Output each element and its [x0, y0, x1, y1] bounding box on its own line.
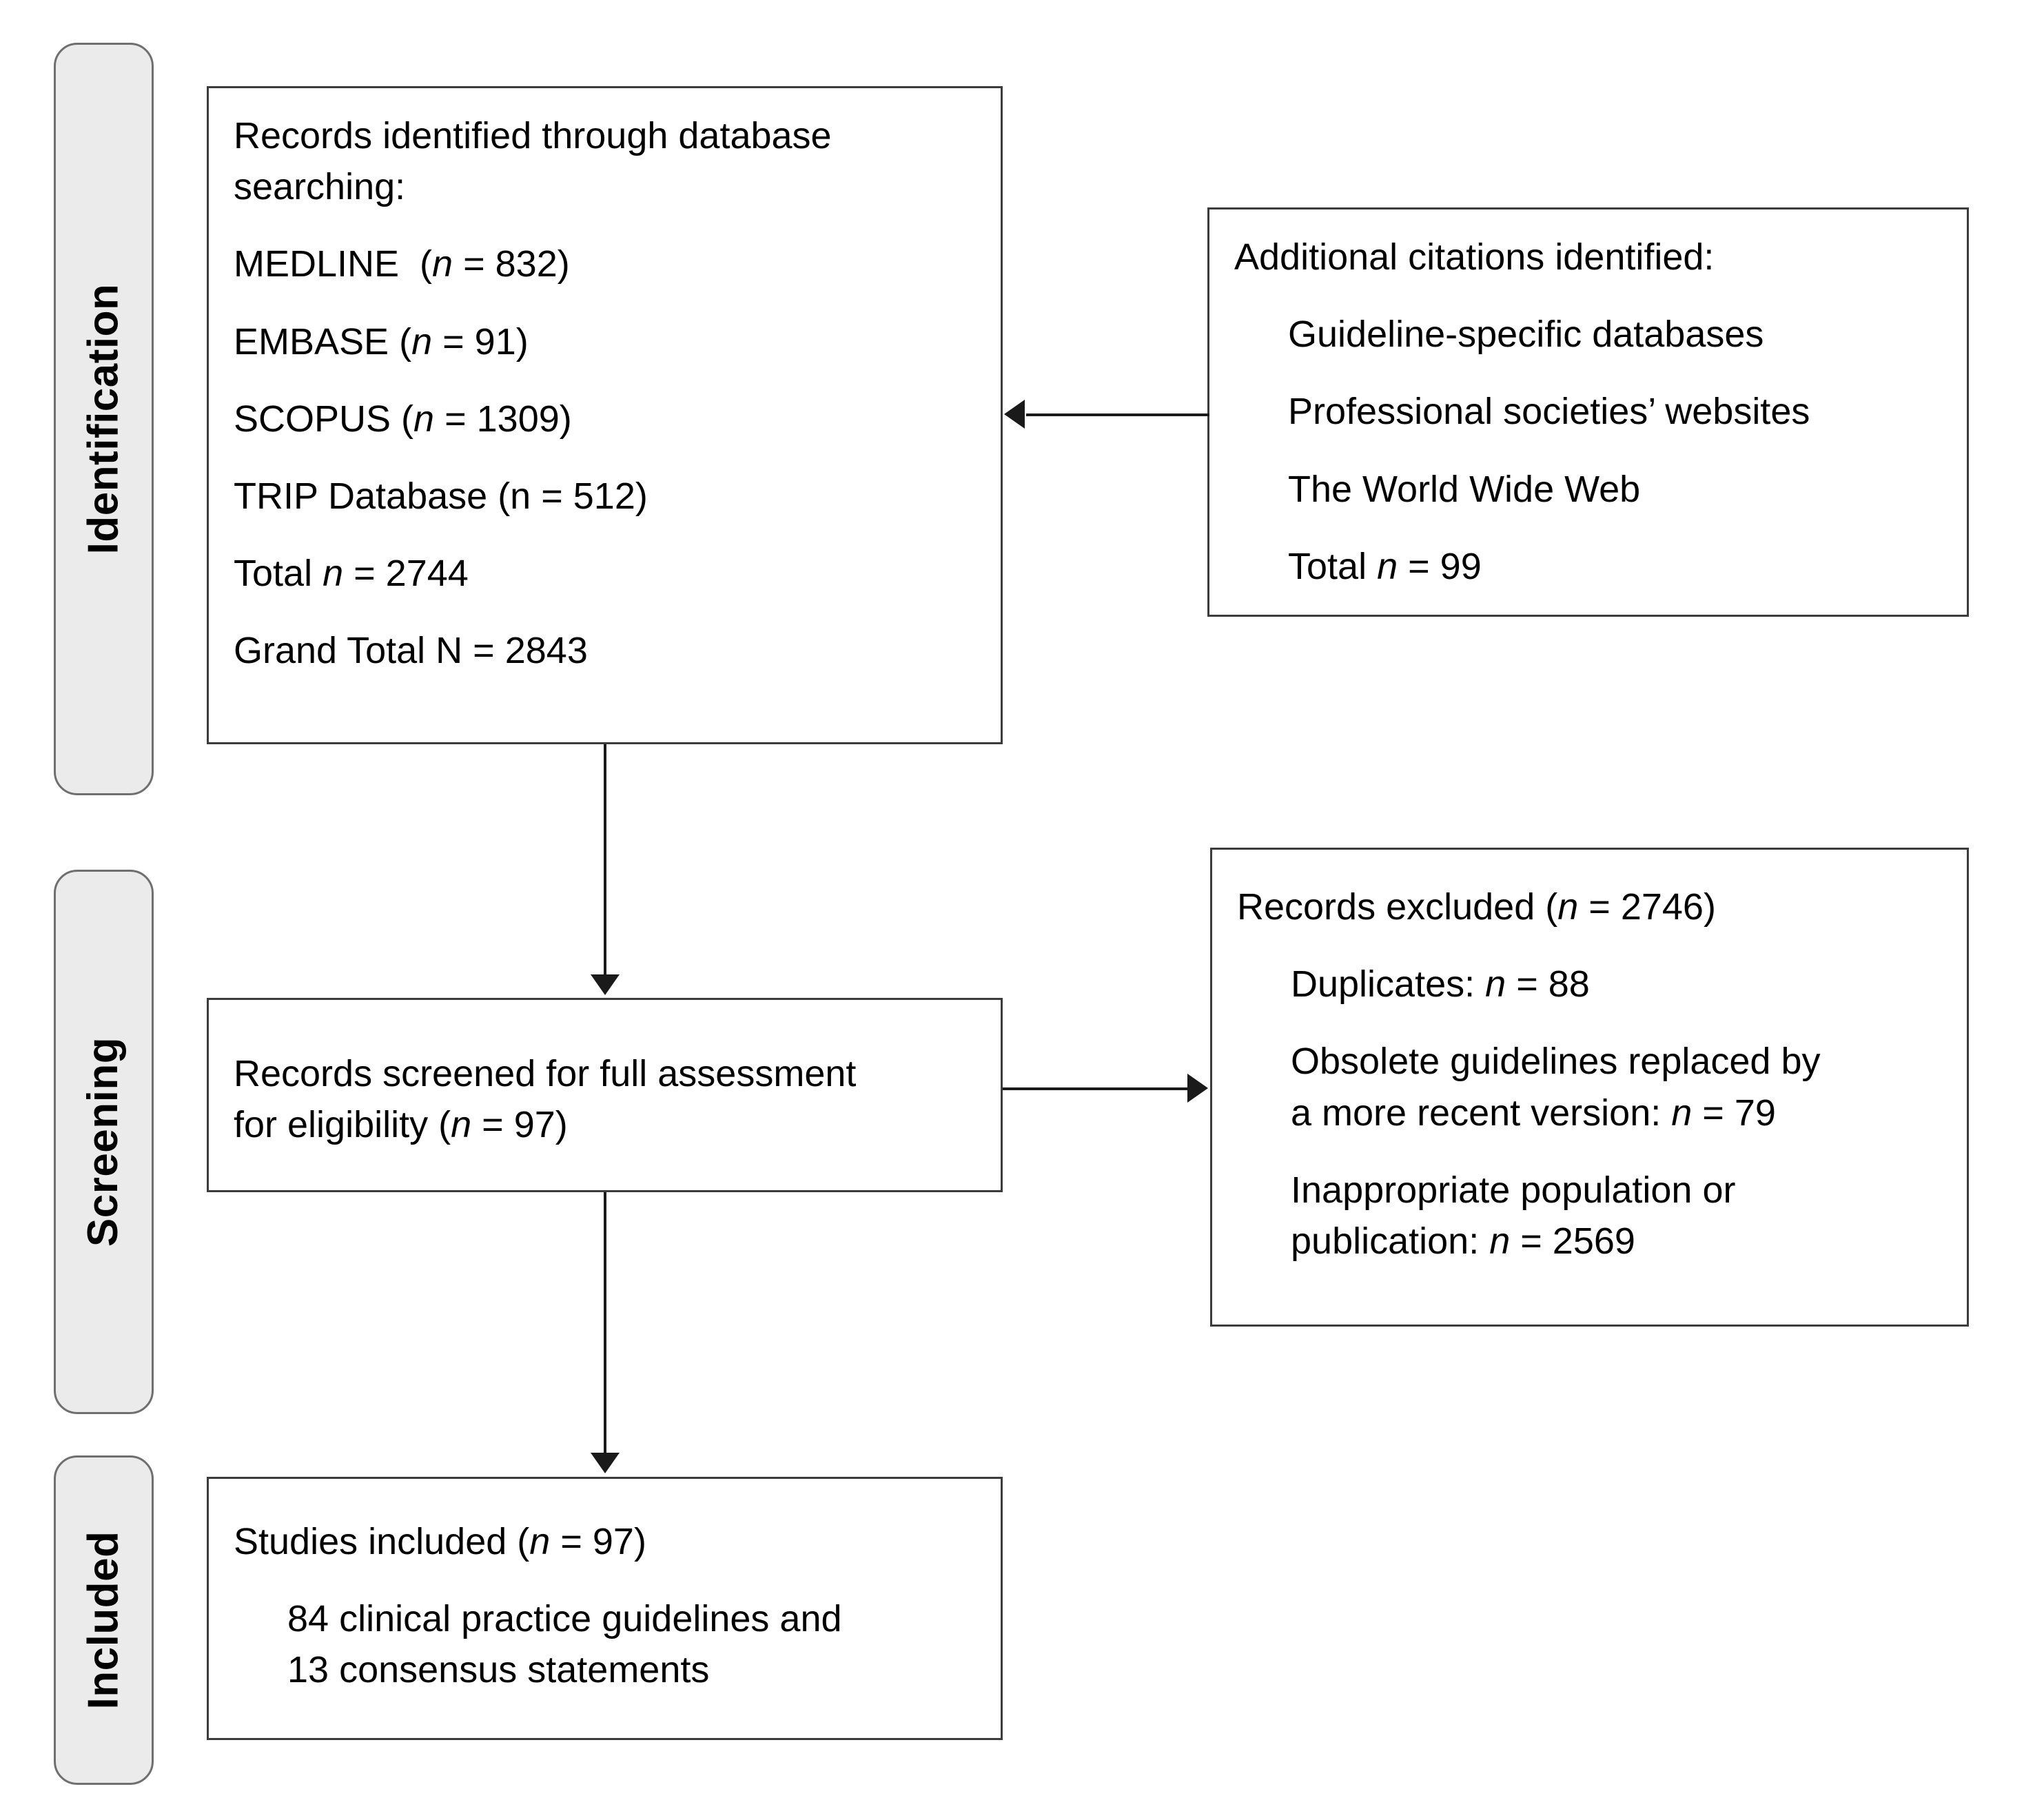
excluded-reason-inappropriate-l1: Inappropriate population or: [1291, 1169, 1736, 1211]
additional-item-1: Professional societies’ websites: [1288, 391, 1810, 433]
records-screened-box: Records screened for full assessment for…: [207, 998, 1003, 1192]
stage-pill-screening: Screening: [54, 870, 154, 1414]
trip-count: 512: [573, 475, 635, 517]
screened-line-1: Records screened for full assessment: [234, 1053, 857, 1094]
records-identified-box: Records identified through database sear…: [207, 86, 1003, 744]
included-detail-l2: 13 consensus statements: [287, 1649, 710, 1691]
arrow-additional-to-identified: [1004, 400, 1025, 429]
arrow-identified-to-screened: [591, 974, 620, 995]
identified-medline: MEDLINE (n = 832): [234, 243, 570, 285]
identified-line-2: searching:: [234, 166, 406, 208]
additional-item-2: The World Wide Web: [1288, 468, 1641, 510]
obsolete-count: 79: [1734, 1092, 1776, 1134]
arrow-screened-to-excluded: [1187, 1074, 1208, 1103]
stage-pill-included: Included: [54, 1455, 154, 1785]
duplicates-count: 88: [1548, 963, 1590, 1005]
connector-additional-to-identified: [1026, 413, 1209, 416]
grand-total-count: 2843: [504, 630, 588, 672]
embase-count: 91: [474, 320, 516, 362]
additional-total: Total n = 99: [1288, 545, 1482, 587]
identified-embase: EMBASE (n = 91): [234, 320, 529, 362]
cpg-count: 84: [287, 1598, 329, 1640]
consensus-count: 13: [287, 1649, 329, 1691]
additional-item-0: Guideline-specific databases: [1288, 314, 1764, 356]
additional-title: Additional citations identified:: [1234, 236, 1715, 278]
identified-total: Total n = 2744: [234, 553, 469, 595]
screened-count: 97: [513, 1104, 555, 1146]
medline-count: 832: [495, 243, 558, 285]
included-detail-l1: 84 clinical practice guidelines and: [287, 1598, 842, 1640]
connector-screened-to-excluded: [1003, 1087, 1189, 1090]
scopus-count: 1309: [476, 398, 560, 440]
excluded-title: Records excluded (n = 2746): [1237, 886, 1716, 928]
database-total-count: 2744: [385, 553, 469, 595]
stage-label-screening: Screening: [79, 1036, 127, 1247]
excluded-reason-duplicates: Duplicates: n = 88: [1291, 963, 1590, 1005]
identified-scopus: SCOPUS (n = 1309): [234, 398, 572, 440]
stage-label-included: Included: [79, 1531, 127, 1710]
identified-grand-total: Grand Total N = 2843: [234, 630, 588, 672]
identified-line-1: Records identified through database: [234, 115, 832, 156]
inappropriate-count: 2569: [1552, 1220, 1635, 1262]
additional-citations-box: Additional citations identified: Guideli…: [1207, 207, 1969, 617]
excluded-reason-obsolete-l2: a more recent version: n = 79: [1291, 1092, 1776, 1134]
connector-identified-to-screened: [604, 744, 606, 977]
studies-included-box: Studies included (n = 97) 84 clinical pr…: [207, 1477, 1003, 1740]
stage-label-identification: Identification: [79, 283, 127, 555]
excluded-reason-obsolete-l1: Obsolete guidelines replaced by: [1291, 1041, 1821, 1083]
included-count: 97: [592, 1521, 634, 1562]
stage-pill-identification: Identification: [54, 43, 154, 795]
additional-total-count: 99: [1440, 545, 1482, 587]
records-excluded-box: Records excluded (n = 2746) Duplicates: …: [1210, 848, 1969, 1327]
excluded-reason-inappropriate-l2: publication: n = 2569: [1291, 1220, 1635, 1262]
identified-trip: TRIP Database (n = 512): [234, 475, 648, 517]
screened-line-2: for eligibility (n = 97): [234, 1104, 568, 1146]
excluded-total-count: 2746: [1620, 886, 1704, 928]
connector-screened-to-included: [604, 1192, 606, 1455]
included-title: Studies included (n = 97): [234, 1521, 646, 1562]
arrow-screened-to-included: [591, 1453, 620, 1473]
